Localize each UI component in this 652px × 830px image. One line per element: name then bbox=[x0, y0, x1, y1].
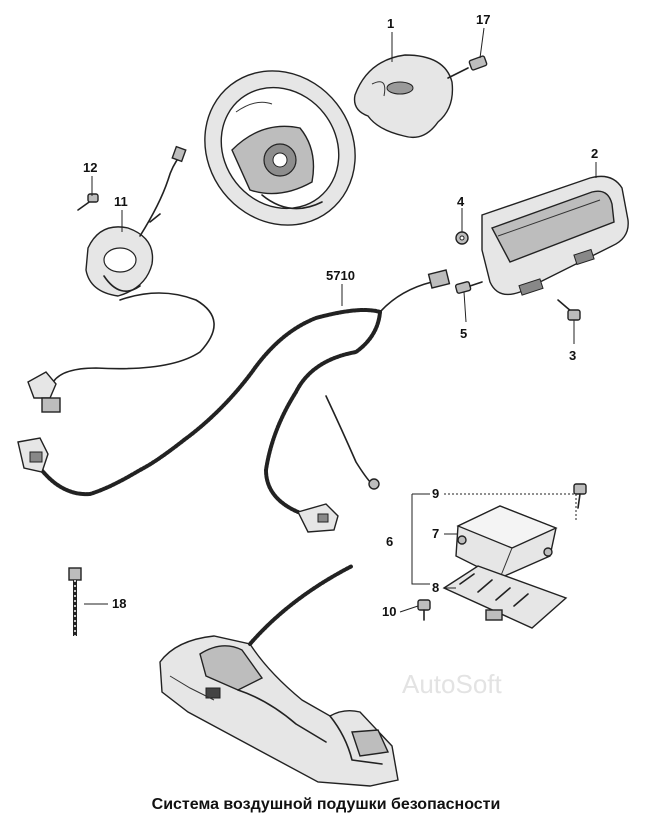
cable-tie bbox=[68, 567, 82, 636]
callout-labels: 1 17 2 4 5 3 12 11 5710 9 6 7 8 10 18 bbox=[83, 12, 598, 619]
steering-wheel bbox=[204, 70, 356, 226]
diagram-caption: Система воздушной подушки безопасности bbox=[151, 796, 501, 813]
wiring-harness bbox=[17, 269, 451, 533]
bolt-9 bbox=[573, 483, 587, 509]
callout-5: 5 bbox=[460, 326, 467, 341]
callout-7: 7 bbox=[432, 526, 439, 541]
callout-5710: 5710 bbox=[326, 268, 355, 283]
screw-12 bbox=[77, 193, 99, 211]
callout-17: 17 bbox=[476, 12, 490, 27]
clock-spring bbox=[85, 145, 187, 297]
callout-3: 3 bbox=[569, 348, 576, 363]
callout-1: 1 bbox=[387, 16, 394, 31]
bolt-5 bbox=[454, 281, 483, 294]
driver-airbag-module bbox=[353, 54, 454, 139]
callout-6: 6 bbox=[386, 534, 393, 549]
control-unit-bracket bbox=[442, 565, 568, 629]
airbag-control-unit bbox=[455, 505, 558, 579]
leader-lines bbox=[84, 27, 597, 613]
callout-9: 9 bbox=[432, 486, 439, 501]
nut-4 bbox=[455, 231, 469, 245]
callout-4: 4 bbox=[457, 194, 465, 209]
callout-18: 18 bbox=[112, 596, 126, 611]
callout-8: 8 bbox=[432, 580, 439, 595]
center-console bbox=[159, 564, 399, 787]
bolt-10 bbox=[417, 599, 431, 621]
callout-11: 11 bbox=[114, 194, 128, 209]
callout-12: 12 bbox=[83, 160, 97, 175]
bracket-6-frame bbox=[411, 493, 430, 585]
watermark: AutoSoft bbox=[402, 669, 503, 699]
callout-10: 10 bbox=[382, 604, 396, 619]
callout-2: 2 bbox=[591, 146, 598, 161]
passenger-airbag-module bbox=[481, 175, 629, 296]
bolt-17 bbox=[447, 55, 488, 79]
bolt-3 bbox=[557, 299, 581, 321]
